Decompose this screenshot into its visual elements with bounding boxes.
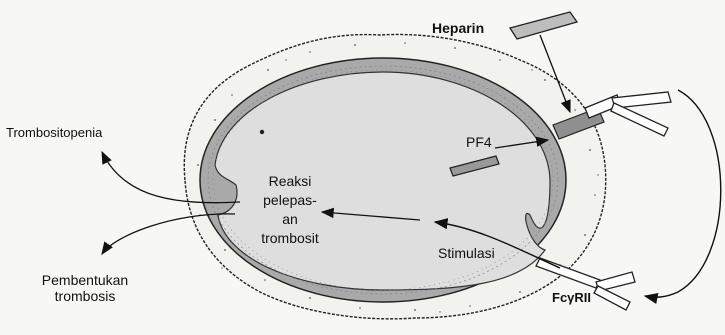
label-reaksi-line-1: Reaksi [245, 172, 335, 191]
fcyrii-receptor-upper [585, 92, 671, 136]
label-pembentukan-line-1: Pembentukan [30, 272, 140, 288]
crosslink-arrow [645, 90, 721, 297]
label-reaksi-pelepasan-trombosit: Reaksi pelepas- an trombosit [245, 172, 335, 248]
granule-dot [260, 130, 264, 134]
label-heparin: Heparin [432, 20, 484, 36]
label-pf4: PF4 [466, 134, 492, 150]
label-reaksi-line-3: an [245, 210, 335, 229]
label-fcyrii: FcγRII [552, 290, 591, 305]
label-stimulasi: Stimulasi [438, 245, 495, 261]
label-reaksi-line-2: pelepas- [245, 191, 335, 210]
label-pembentukan-line-2: trombosis [30, 288, 140, 304]
label-reaksi-line-4: trombosit [245, 229, 335, 248]
heparin-molecule [510, 12, 577, 39]
label-pembentukan-trombosis: Pembentukan trombosis [30, 272, 140, 304]
label-trombositopenia: Trombositopenia [6, 125, 102, 140]
